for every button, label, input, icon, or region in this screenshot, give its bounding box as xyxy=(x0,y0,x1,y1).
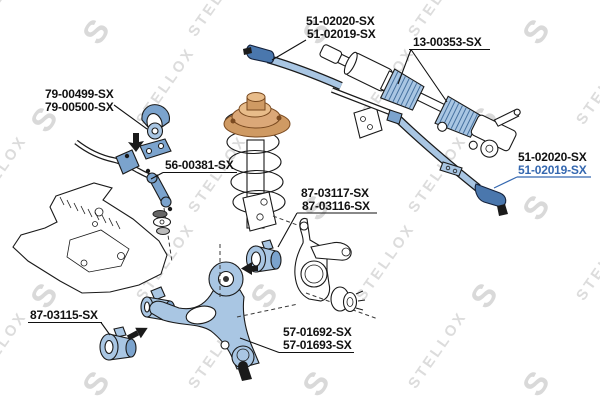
steering-knuckle xyxy=(294,217,352,302)
label-tie-rod-top-1[interactable]: 51-02020-SX xyxy=(306,14,375,28)
label-tie-rod-top-2[interactable]: 51-02019-SX xyxy=(307,27,376,41)
dashed-line-arm-knuckle xyxy=(236,303,299,318)
tie-rod-left xyxy=(243,44,343,90)
strut-top-mount xyxy=(223,92,291,138)
label-ball-joint-2[interactable]: 57-01693-SX xyxy=(283,338,352,352)
leader-front-bushing xyxy=(277,212,377,248)
subframe xyxy=(12,182,168,294)
label-steering-boot[interactable]: 13-00353-SX xyxy=(413,35,482,49)
arrow-up-right-icon xyxy=(126,327,148,341)
inner-tie-rod xyxy=(331,87,395,117)
label-front-bushing-1[interactable]: 87-03117-SX xyxy=(301,186,369,200)
dashed-line-strut-knuckle xyxy=(272,215,301,227)
control-arm xyxy=(140,261,260,381)
rack-boot-left xyxy=(379,68,425,111)
strut-clevis-bracket xyxy=(242,191,277,232)
leader-stabilizer-link xyxy=(150,171,237,180)
tie-rod-end-left xyxy=(243,44,275,64)
leader-tie-rod-top xyxy=(271,39,307,61)
label-stabilizer-bushing-2[interactable]: 79-00500-SX xyxy=(45,100,114,114)
dashed-line-link xyxy=(163,207,173,263)
stabilizer-link xyxy=(145,168,173,235)
rack-mount-bracket xyxy=(353,105,383,139)
strut-assembly xyxy=(223,92,291,232)
stabilizer-clamp xyxy=(115,149,140,175)
ball-joint xyxy=(231,345,255,381)
wheel-hub xyxy=(330,286,366,313)
label-rear-bushing[interactable]: 87-03115-SX xyxy=(30,308,98,322)
steering-rack xyxy=(319,44,521,158)
arrow-left-icon xyxy=(241,262,258,275)
leader-tie-rod-right xyxy=(493,176,591,189)
label-tie-rod-right-1[interactable]: 51-02020-SX xyxy=(518,150,587,164)
label-stabilizer-link[interactable]: 56-00381-SX xyxy=(165,158,234,172)
control-arm-rear-bushing-part xyxy=(99,326,137,361)
label-tie-rod-right-2-selected[interactable]: 51-02019-SX xyxy=(518,163,587,177)
tie-rod-end-right xyxy=(474,183,508,216)
label-ball-joint-1[interactable]: 57-01692-SX xyxy=(283,325,352,339)
arrow-down-icon xyxy=(128,133,144,152)
leader-ball-joint xyxy=(239,337,354,354)
stabilizer-bushing-bracket xyxy=(139,104,172,160)
label-stabilizer-bushing-1[interactable]: 79-00499-SX xyxy=(45,87,114,101)
rack-input-shaft xyxy=(493,108,521,127)
leader-steering-boot xyxy=(397,48,490,103)
leader-stabilizer-bushing xyxy=(113,104,148,130)
leader-rear-bushing xyxy=(28,321,111,336)
label-front-bushing-2[interactable]: 87-03116-SX xyxy=(302,199,370,213)
tie-rod-right xyxy=(386,109,508,216)
